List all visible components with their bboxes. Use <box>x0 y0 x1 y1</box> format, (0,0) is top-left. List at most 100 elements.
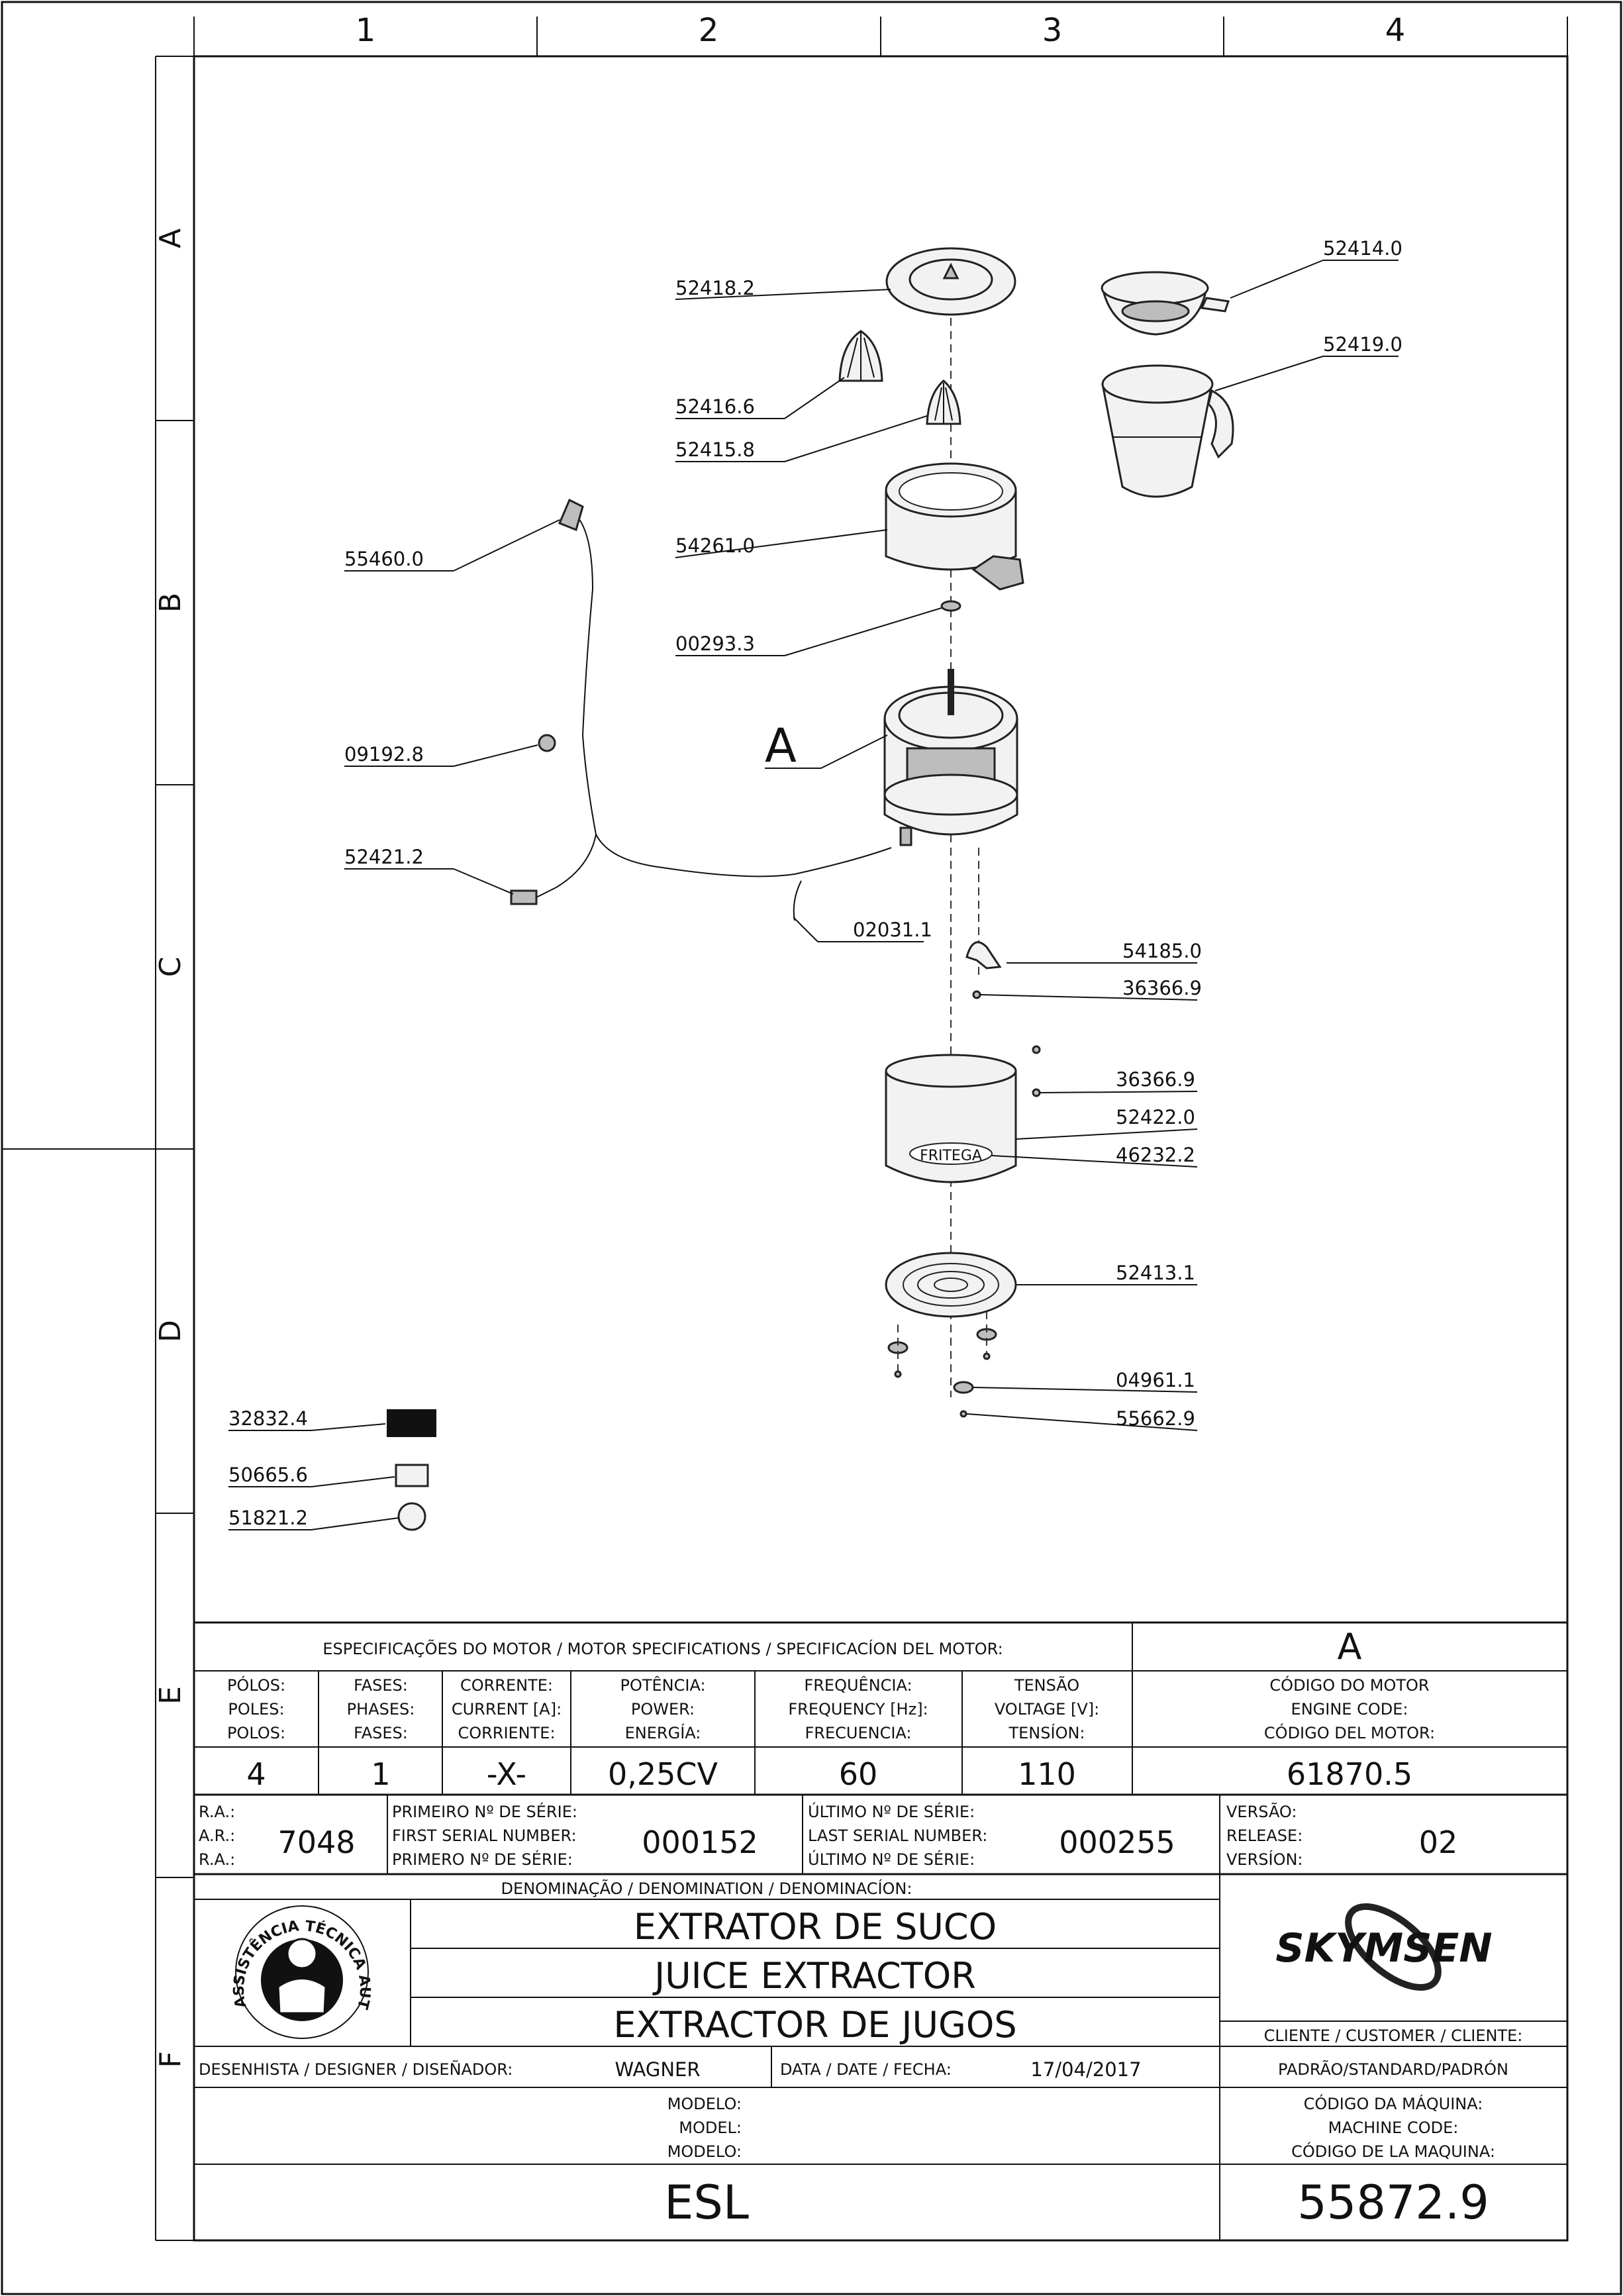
spec-power-h1: POTÊNCIA: <box>620 1675 705 1695</box>
spec-frequency-h3: FRECUENCIA: <box>805 1724 911 1742</box>
label-36366-9-lower: 36366.9 <box>1116 1068 1195 1091</box>
spec-voltage-value: 110 <box>1018 1756 1076 1792</box>
label-54185-0: 54185.0 <box>1122 940 1202 962</box>
label-52422-0: 52422.0 <box>1116 1106 1195 1128</box>
version-value: 02 <box>1419 1824 1458 1860</box>
denomination-es: EXTRACTOR DE JUGOS <box>613 2004 1016 2046</box>
base-grill-part <box>885 1252 1017 1318</box>
model-value: ESL <box>664 2175 749 2230</box>
first-serial-label-es: PRIMERO Nº DE SÉRIE: <box>392 1850 573 1869</box>
label-51821-2: 51821.2 <box>228 1507 308 1529</box>
date-label: DATA / DATE / FECHA: <box>780 2060 952 2079</box>
label-motor-a: A <box>765 719 797 773</box>
customer-label: CLIENTE / CUSTOMER / CLIENTE: <box>1264 2026 1523 2045</box>
label-02031-1: 02031.1 <box>853 919 932 941</box>
motor-housing-part: FRITEGA <box>885 1045 1041 1183</box>
large-reamer-cone-part <box>838 330 883 382</box>
machine-code-label-es: CÓDIGO DE LA MAQUINA: <box>1291 2141 1495 2161</box>
ra-label-pt: R.A.: <box>199 1803 235 1821</box>
spec-poles-h1: PÓLOS: <box>227 1675 285 1695</box>
denomination-en: JUICE EXTRACTOR <box>652 1955 976 1997</box>
spec-poles-h2: POLES: <box>228 1700 284 1719</box>
label-52418-2: 52418.2 <box>675 277 755 299</box>
label-52416-6: 52416.6 <box>675 395 755 418</box>
svg-text:ASSISTÊNCIA TÉCNICA AUTORIZADA: ASSISTÊNCIA TÉCNICA AUTORIZADA <box>0 0 373 2011</box>
spec-current-value: -X- <box>487 1756 526 1792</box>
grid-col-2: 2 <box>699 12 719 49</box>
switch-part <box>387 1409 436 1437</box>
machine-code-label-pt: CÓDIGO DA MÁQUINA: <box>1304 2093 1483 2113</box>
label-55662-9: 55662.9 <box>1116 1407 1195 1430</box>
first-serial-label-en: FIRST SERIAL NUMBER: <box>392 1826 577 1845</box>
designer-value: WAGNER <box>615 2058 700 2081</box>
small-reamer-cone-part <box>926 379 961 425</box>
spec-engine-code-h2: ENGINE CODE: <box>1291 1700 1408 1719</box>
version-label-pt: VERSÃO: <box>1226 1801 1297 1821</box>
juice-jug-part <box>1101 364 1234 498</box>
last-serial-value: 000255 <box>1059 1824 1175 1860</box>
last-serial-label-pt: ÚLTIMO Nº DE SÉRIE: <box>808 1801 975 1821</box>
label-54261-0: 54261.0 <box>675 534 755 557</box>
spec-current-h1: CORRENTE: <box>460 1676 553 1695</box>
last-serial-label-en: LAST SERIAL NUMBER: <box>808 1826 987 1845</box>
spec-power-value: 0,25CV <box>608 1756 718 1792</box>
spec-phases-h1: FASES: <box>354 1676 408 1695</box>
label-52419-0: 52419.0 <box>1323 333 1402 356</box>
grid-col-4: 4 <box>1385 12 1406 49</box>
spec-engine-code-h1: CÓDIGO DO MOTOR <box>1269 1675 1429 1695</box>
spec-engine-code-value: 61870.5 <box>1287 1756 1412 1792</box>
label-plate-part <box>395 1464 429 1487</box>
washer-part <box>940 600 961 612</box>
ra-value: 7048 <box>277 1824 355 1860</box>
spec-poles-h3: POLOS: <box>227 1724 285 1742</box>
power-cable-part <box>510 498 892 921</box>
label-32832-4: 32832.4 <box>228 1407 308 1430</box>
grid-col-1: 1 <box>356 12 376 49</box>
denomination-header: DENOMINAÇÃO / DENOMINATION / DENOMINACÍO… <box>501 1878 912 1898</box>
lid-cover-part <box>885 247 1016 316</box>
spec-power-h3: ENERGÍA: <box>625 1723 701 1742</box>
label-46232-2: 46232.2 <box>1116 1144 1195 1166</box>
spec-voltage-h1: TENSÃO <box>1014 1675 1079 1695</box>
model-label-es: MODELO: <box>667 2142 742 2161</box>
grid-row-e: E <box>154 1686 187 1705</box>
juice-bowl-part <box>885 462 1024 591</box>
spec-frequency-h1: FREQUÊNCIA: <box>804 1675 912 1695</box>
grid-row-f: F <box>154 2051 187 2068</box>
spec-frequency-value: 60 <box>839 1756 878 1792</box>
label-55460-0: 55460.0 <box>344 548 424 570</box>
label-00293-3: 00293.3 <box>675 632 755 655</box>
label-52421-2: 52421.2 <box>344 846 424 868</box>
label-09192-8: 09192.8 <box>344 743 424 766</box>
machine-code-label-en: MACHINE CODE: <box>1328 2119 1459 2137</box>
spec-phases-value: 1 <box>371 1756 390 1792</box>
spec-phases-h2: PHASES: <box>347 1700 415 1719</box>
date-value: 17/04/2017 <box>1030 2058 1141 2081</box>
rubber-feet-part <box>887 1311 997 1418</box>
last-serial-label-es: ÚLTIMO Nº DE SÉRIE: <box>808 1849 975 1869</box>
housing-brand-label: FRITEGA <box>920 1148 982 1164</box>
grid-row-b: B <box>154 593 187 613</box>
authorized-service-stamp: ASSISTÊNCIA TÉCNICA AUTORIZADA <box>0 0 373 2039</box>
label-50665-6: 50665.6 <box>228 1464 308 1486</box>
label-04961-1: 04961.1 <box>1116 1369 1195 1391</box>
spec-current-h3: CORRIENTE: <box>458 1724 555 1742</box>
grid-col-3: 3 <box>1042 12 1063 49</box>
denomination-pt: EXTRATOR DE SUCO <box>634 1906 997 1948</box>
label-52414-0: 52414.0 <box>1323 237 1402 260</box>
spec-frequency-h2: FREQUENCY [Hz]: <box>788 1700 928 1719</box>
spec-phases-h3: FASES: <box>354 1724 408 1742</box>
ra-label-en: A.R.: <box>199 1826 235 1845</box>
brand-text: SKYMSEN <box>1275 1925 1492 1972</box>
version-label-en: RELEASE: <box>1226 1826 1303 1845</box>
spec-voltage-h3: TENSÍON: <box>1008 1723 1085 1742</box>
skymsen-logo: SKYMSEN <box>1275 1903 1493 1991</box>
label-36366-9-upper: 36366.9 <box>1122 977 1202 999</box>
machine-code-value: 55872.9 <box>1297 2175 1489 2230</box>
label-52415-8: 52415.8 <box>675 438 755 461</box>
motor-spec-title: ESPECIFICAÇÕES DO MOTOR / MOTOR SPECIFIC… <box>322 1638 1003 1658</box>
motor-clip-part <box>965 941 1002 970</box>
grid-row-c: C <box>154 957 187 977</box>
spec-engine-code-h3: CÓDIGO DEL MOTOR: <box>1264 1722 1435 1742</box>
version-label-es: VERSÍON: <box>1226 1850 1303 1869</box>
